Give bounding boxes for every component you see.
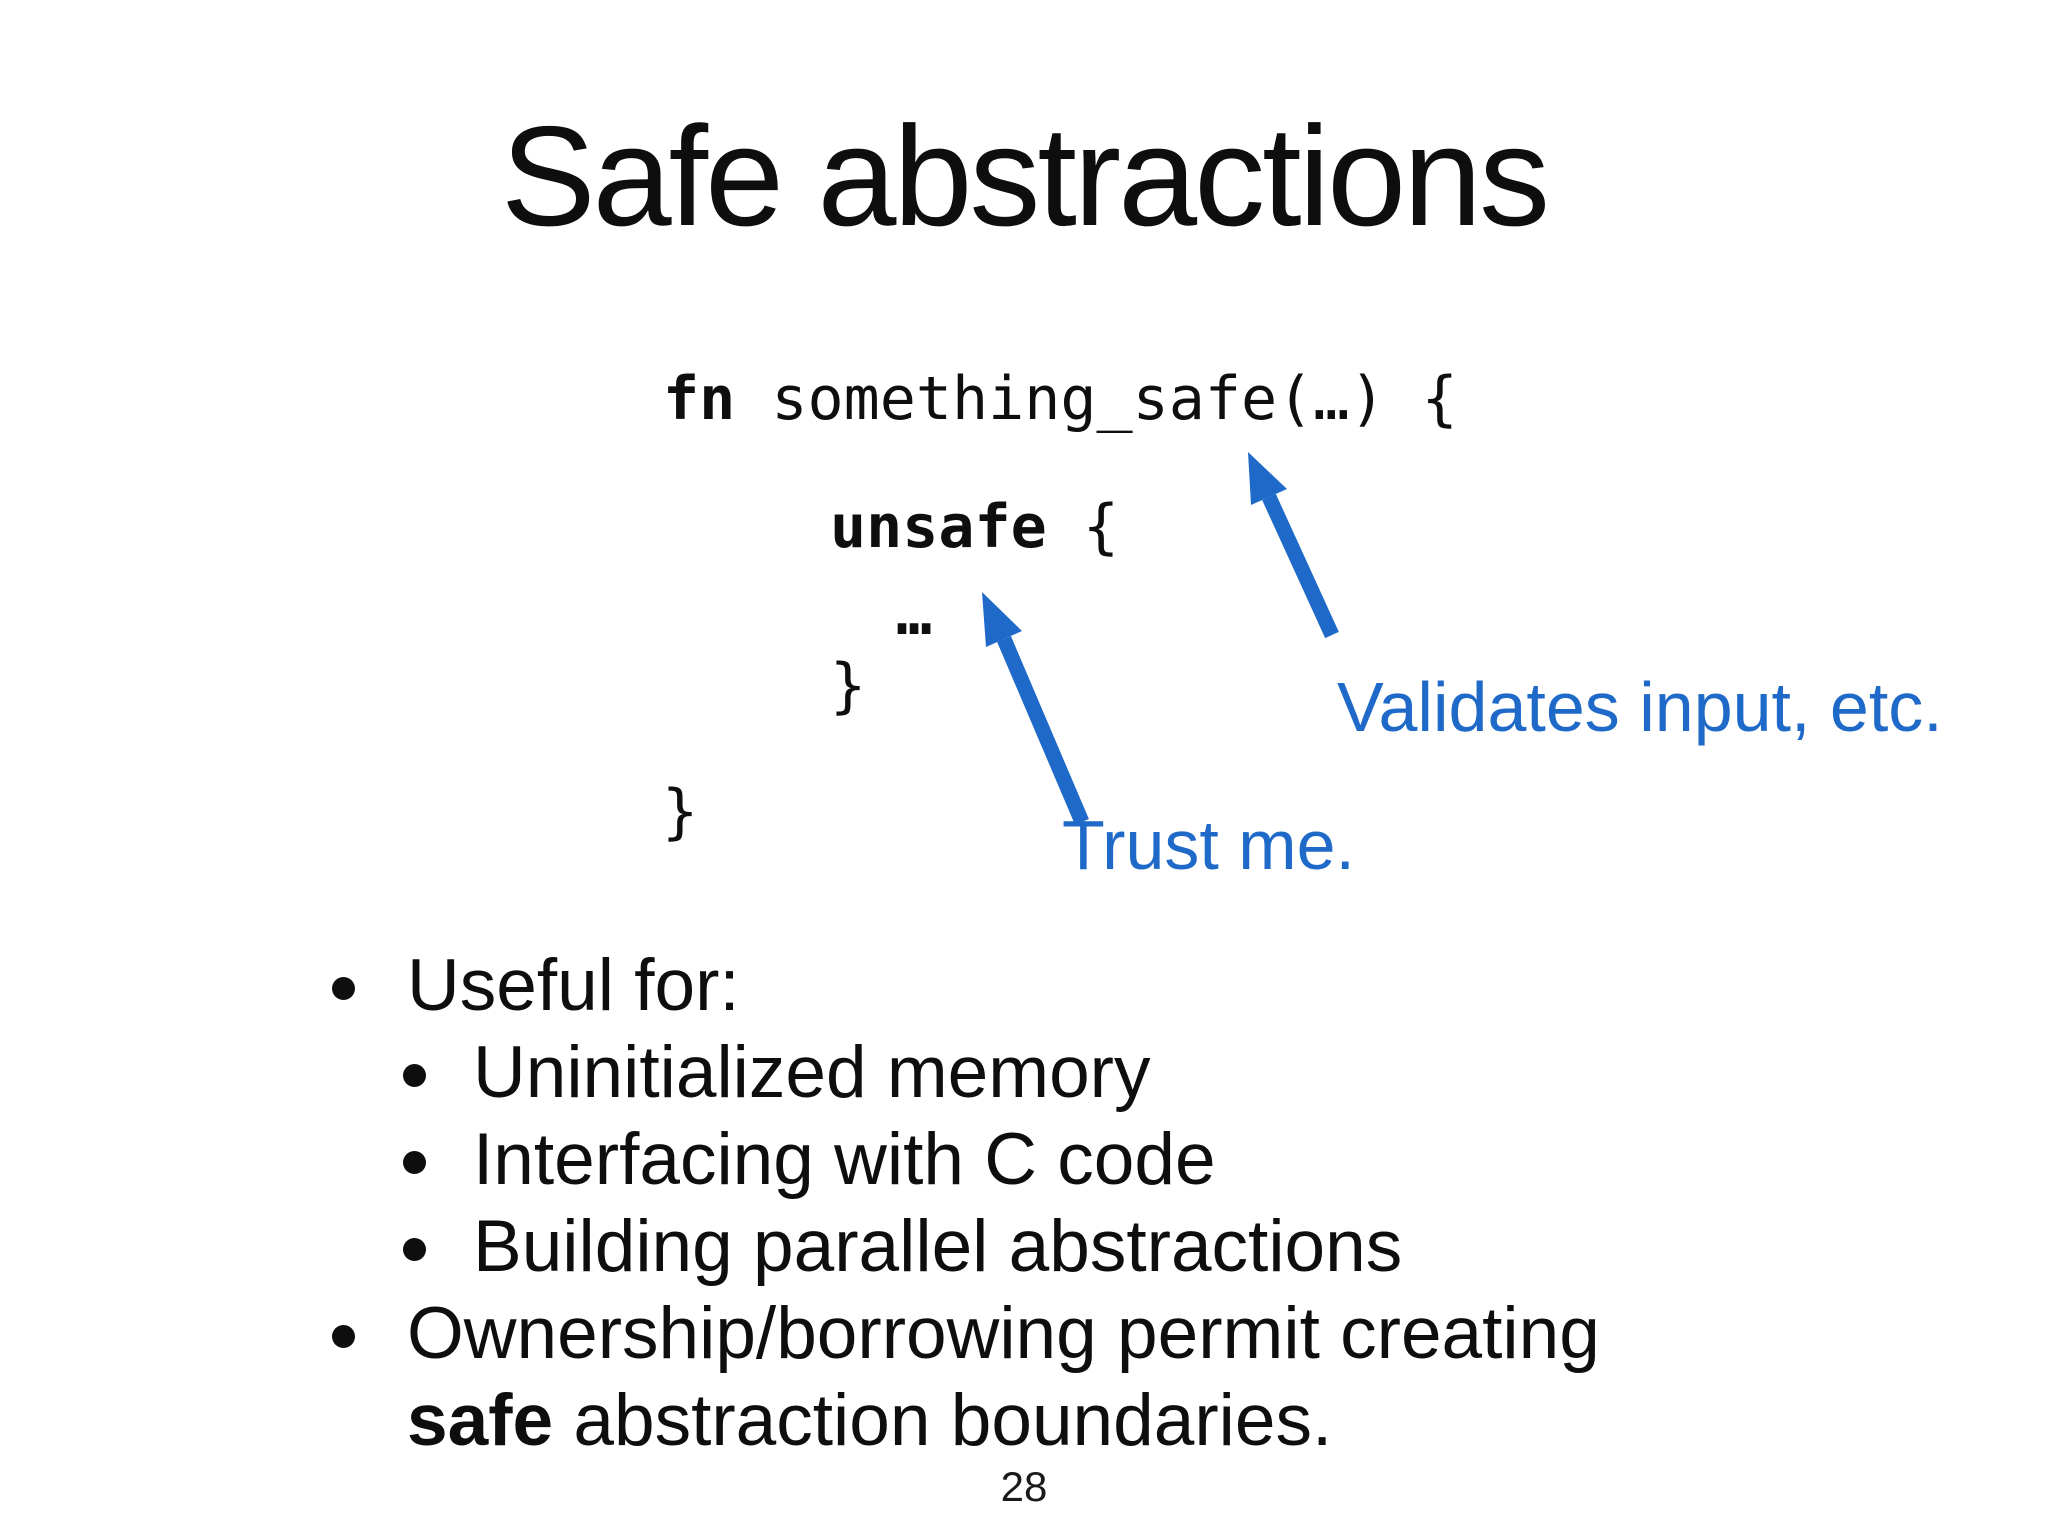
list-item-label: abstraction boundaries. — [553, 1380, 1333, 1461]
annotation-validates-input: Validates input, etc. — [1337, 668, 1943, 746]
code-keyword-unsafe: unsafe — [830, 492, 1047, 562]
list-item-continuation: safe abstraction boundaries. — [332, 1377, 1832, 1464]
list-item-label: Useful for: — [407, 945, 740, 1026]
arrow-trust-icon — [982, 592, 1089, 825]
arrow-validates-icon — [1248, 452, 1339, 639]
list-item-bold-word: safe — [407, 1380, 554, 1461]
code-line-inner-brace: } — [830, 651, 867, 721]
list-item-label: Interfacing with C code — [473, 1119, 1216, 1200]
code-line-unsafe: unsafe { — [830, 497, 1119, 557]
page-number: 28 — [1000, 1463, 1048, 1510]
list-item-label: Uninitialized memory — [473, 1032, 1151, 1113]
list-item: Building parallel abstractions — [332, 1203, 1832, 1290]
code-text: something_safe(…) { — [735, 364, 1458, 434]
list-item: Ownership/borrowing permit creating — [332, 1290, 1832, 1377]
bullet-icon — [332, 1325, 355, 1348]
bullet-icon — [332, 977, 355, 1000]
list-item: Uninitialized memory — [332, 1029, 1832, 1116]
annotation-trust-me: Trust me. — [1062, 806, 1355, 884]
code-line-fn: fn something_safe(…) { — [663, 369, 1458, 429]
list-item-label: Building parallel abstractions — [473, 1206, 1403, 1287]
bullet-list: Useful for: Uninitialized memory Interfa… — [332, 942, 1832, 1464]
list-item-label: Ownership/borrowing permit creating — [407, 1293, 1600, 1374]
code-line-ellipsis: … — [896, 579, 933, 649]
code-keyword-fn: fn — [663, 364, 736, 434]
bullet-icon — [403, 1238, 426, 1261]
bullet-icon — [403, 1064, 426, 1087]
code-line-outer-brace: } — [662, 777, 699, 847]
page-title: Safe abstractions — [500, 97, 1550, 256]
list-item: Interfacing with C code — [332, 1116, 1832, 1203]
code-text: { — [1046, 492, 1119, 562]
list-item: Useful for: — [332, 942, 1832, 1029]
bullet-icon — [403, 1151, 426, 1174]
